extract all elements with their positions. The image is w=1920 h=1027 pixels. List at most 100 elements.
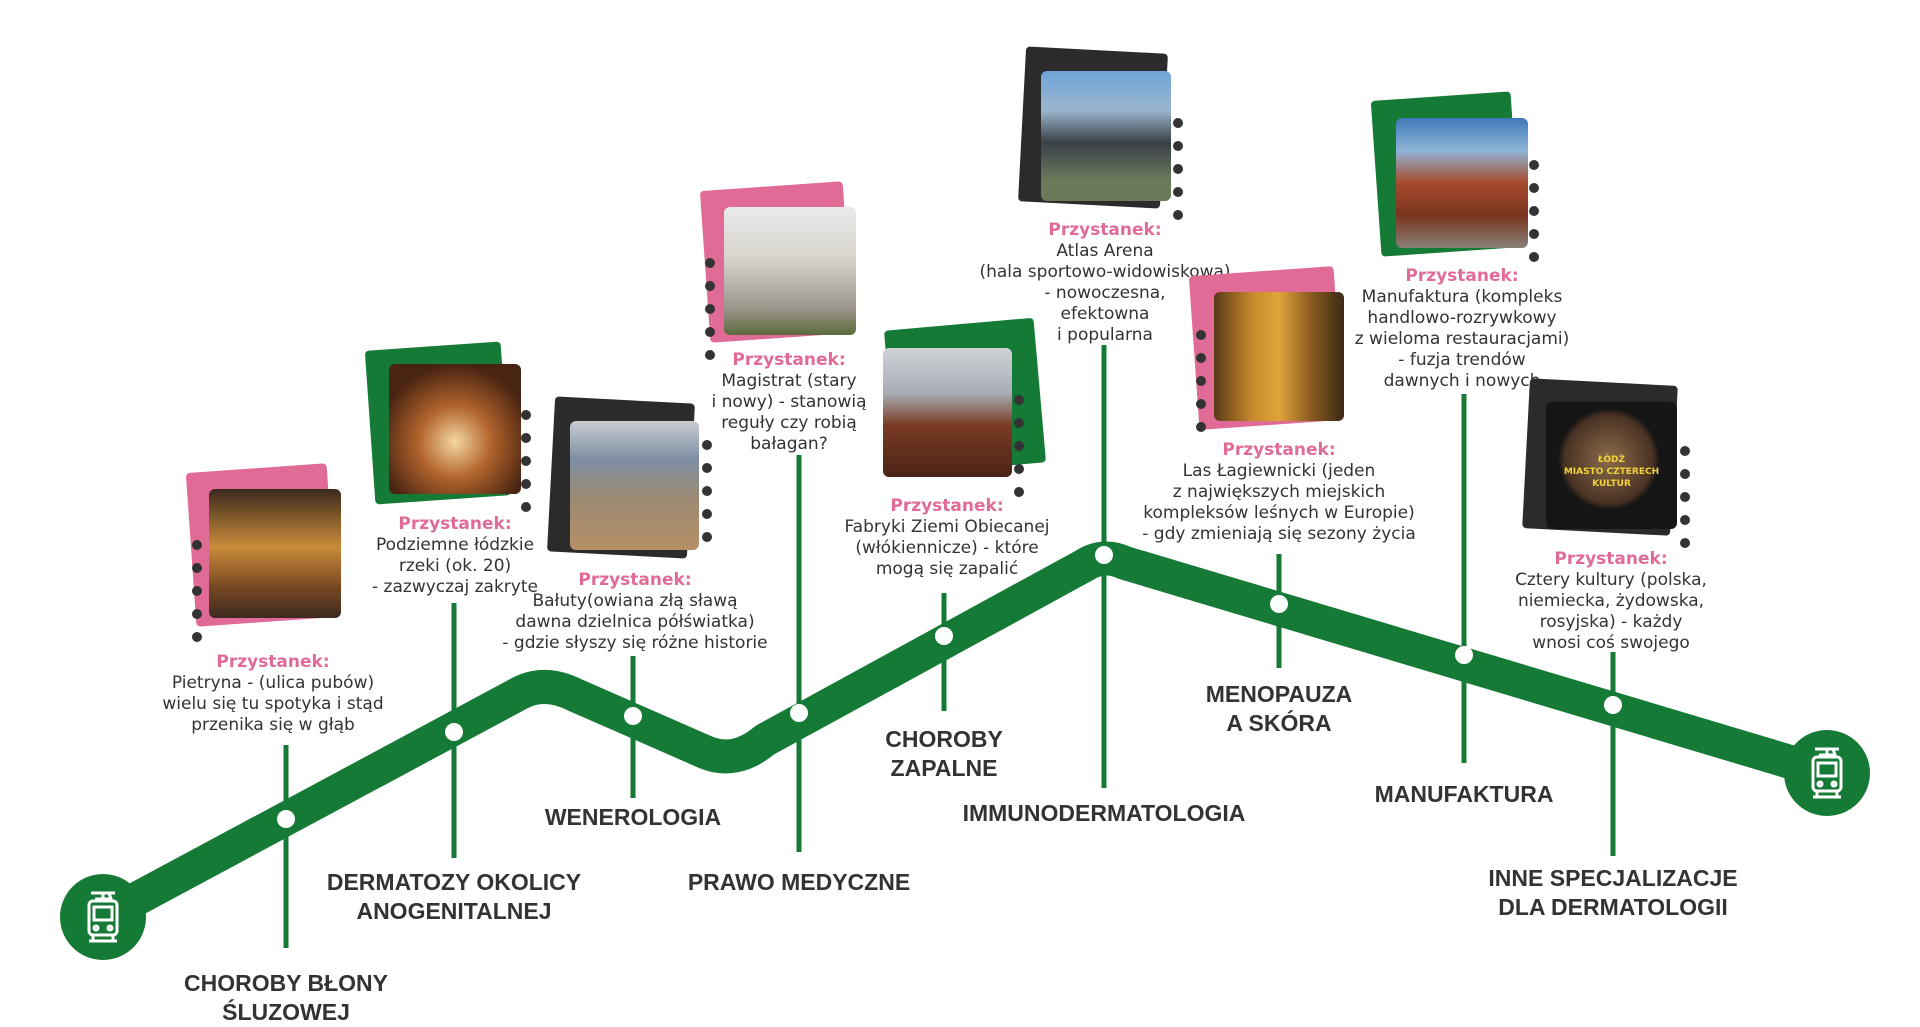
ring-dot — [1014, 395, 1024, 405]
ring-dot — [1196, 376, 1206, 386]
ring-dot — [705, 350, 715, 360]
stop-photo — [883, 348, 1012, 477]
stop-photo — [570, 421, 699, 550]
stop-description: Manufaktura (kompleks handlowo-rozrywkow… — [1354, 287, 1570, 391]
stop-photo — [724, 207, 856, 335]
station-marker[interactable] — [935, 627, 953, 645]
ring-dot — [1529, 252, 1539, 262]
stop-info: Przystanek:Podziemne łódzkie rzeki (ok. … — [275, 514, 635, 598]
stop-title: Przystanek: — [578, 570, 692, 590]
section-label: IMMUNODERMATOLOGIA — [962, 800, 1246, 826]
ring-dot — [1173, 187, 1183, 197]
stop-info: Przystanek:Pietryna - (ulica pubów) wiel… — [93, 652, 453, 736]
ring-dot — [702, 463, 712, 473]
ring-dot — [1014, 464, 1024, 474]
ring-dot — [702, 509, 712, 519]
binder-rings — [1014, 395, 1024, 497]
stop-photo — [1396, 118, 1528, 248]
ring-dot — [1680, 515, 1690, 525]
ring-dot — [1529, 206, 1539, 216]
ring-dot — [702, 532, 712, 542]
stop-photo: ŁÓDŹ MIASTO CZTERECH KULTUR — [1546, 402, 1677, 529]
ring-dot — [1014, 418, 1024, 428]
binder-rings — [1529, 160, 1539, 262]
end-tram-icon — [1784, 730, 1870, 816]
stop-title: Przystanek: — [732, 350, 846, 370]
stop-title: Przystanek: — [1222, 440, 1336, 460]
ring-dot — [1196, 330, 1206, 340]
stop-info: Przystanek:Cztery kultury (polska, niemi… — [1431, 549, 1791, 654]
ring-dot — [1173, 141, 1183, 151]
ring-dot — [1196, 422, 1206, 432]
ring-dot — [521, 479, 531, 489]
station-marker[interactable] — [445, 723, 463, 741]
station-marker[interactable] — [1455, 646, 1473, 664]
stop-description: Cztery kultury (polska, niemiecka, żydow… — [1515, 570, 1707, 653]
stop-photo — [389, 364, 521, 494]
poster-title: ŁÓDŹ MIASTO CZTERECH KULTUR — [1563, 455, 1660, 489]
station-marker[interactable] — [1604, 696, 1622, 714]
station-marker[interactable] — [1095, 546, 1113, 564]
ring-dot — [1680, 492, 1690, 502]
ring-dot — [192, 563, 202, 573]
ring-dot — [192, 632, 202, 642]
stop-info: Przystanek:Atlas Arena (hala sportowo-wi… — [925, 220, 1285, 346]
binder-rings — [705, 258, 715, 360]
stop-title: Przystanek: — [1048, 220, 1162, 240]
station-marker[interactable] — [1270, 595, 1288, 613]
stop-info: Przystanek:Magistrat (stary i nowy) - st… — [609, 350, 969, 455]
binder-rings — [1680, 446, 1690, 548]
stop-title: Przystanek: — [216, 652, 330, 672]
ring-dot — [1196, 353, 1206, 363]
ring-dot — [1173, 164, 1183, 174]
stop-title: Przystanek: — [1554, 549, 1668, 569]
stop-title: Przystanek: — [1405, 266, 1519, 286]
section-label: INNE SPECJALIZACJE DLA DERMATOLOGII — [1488, 865, 1738, 920]
ring-dot — [1529, 229, 1539, 239]
stop-description: Podziemne łódzkie rzeki (ok. 20) - zazwy… — [372, 535, 538, 597]
ring-dot — [705, 327, 715, 337]
binder-rings — [521, 410, 531, 512]
stop-description: Bałuty(owiana złą sławą dawna dzielnica … — [502, 591, 768, 653]
ring-dot — [1680, 538, 1690, 548]
stop-title: Przystanek: — [398, 514, 512, 534]
ring-dot — [521, 502, 531, 512]
station-marker[interactable] — [624, 707, 642, 725]
binder-rings — [1196, 330, 1206, 432]
tram-icon — [87, 891, 119, 943]
ring-dot — [521, 456, 531, 466]
ring-dot — [1196, 399, 1206, 409]
route-map — [86, 345, 1844, 948]
ring-dot — [705, 304, 715, 314]
binder-rings — [702, 440, 712, 542]
stop-description: Las Łagiewnicki (jeden z największych mi… — [1142, 461, 1416, 544]
ring-dot — [705, 258, 715, 268]
station-marker[interactable] — [277, 810, 295, 828]
ring-dot — [1529, 183, 1539, 193]
stop-description: Magistrat (stary i nowy) - stanowią regu… — [711, 371, 867, 454]
ring-dot — [192, 586, 202, 596]
section-label: CHOROBY ZAPALNE — [885, 726, 1003, 781]
stop-info: Przystanek:Las Łagiewnicki (jeden z najw… — [1099, 440, 1459, 545]
ring-dot — [1014, 487, 1024, 497]
ring-dot — [705, 281, 715, 291]
ring-dot — [192, 609, 202, 619]
section-label: MANUFAKTURA — [1374, 781, 1554, 807]
ring-dot — [1529, 160, 1539, 170]
stop-photo — [209, 489, 341, 618]
stop-photo — [1214, 292, 1344, 421]
stop-photo — [1041, 71, 1171, 201]
stop-description: Fabryki Ziemi Obiecanej (włókiennicze) -… — [844, 517, 1050, 579]
ring-dot — [1014, 441, 1024, 451]
station-marker[interactable] — [790, 704, 808, 722]
stop-title: Przystanek: — [890, 496, 1004, 516]
stop-info: Przystanek:Bałuty(owiana złą sławą dawna… — [455, 570, 815, 654]
section-label: MENOPAUZA A SKÓRA — [1205, 681, 1353, 736]
binder-rings — [192, 540, 202, 642]
ring-dot — [702, 486, 712, 496]
stop-info: Przystanek:Manufaktura (kompleks handlow… — [1282, 266, 1642, 392]
section-label: PRAWO MEDYCZNE — [687, 869, 911, 895]
stop-info: Przystanek:Fabryki Ziemi Obiecanej (włók… — [767, 496, 1127, 580]
section-label: WENEROLOGIA — [544, 804, 722, 830]
ring-dot — [1173, 210, 1183, 220]
